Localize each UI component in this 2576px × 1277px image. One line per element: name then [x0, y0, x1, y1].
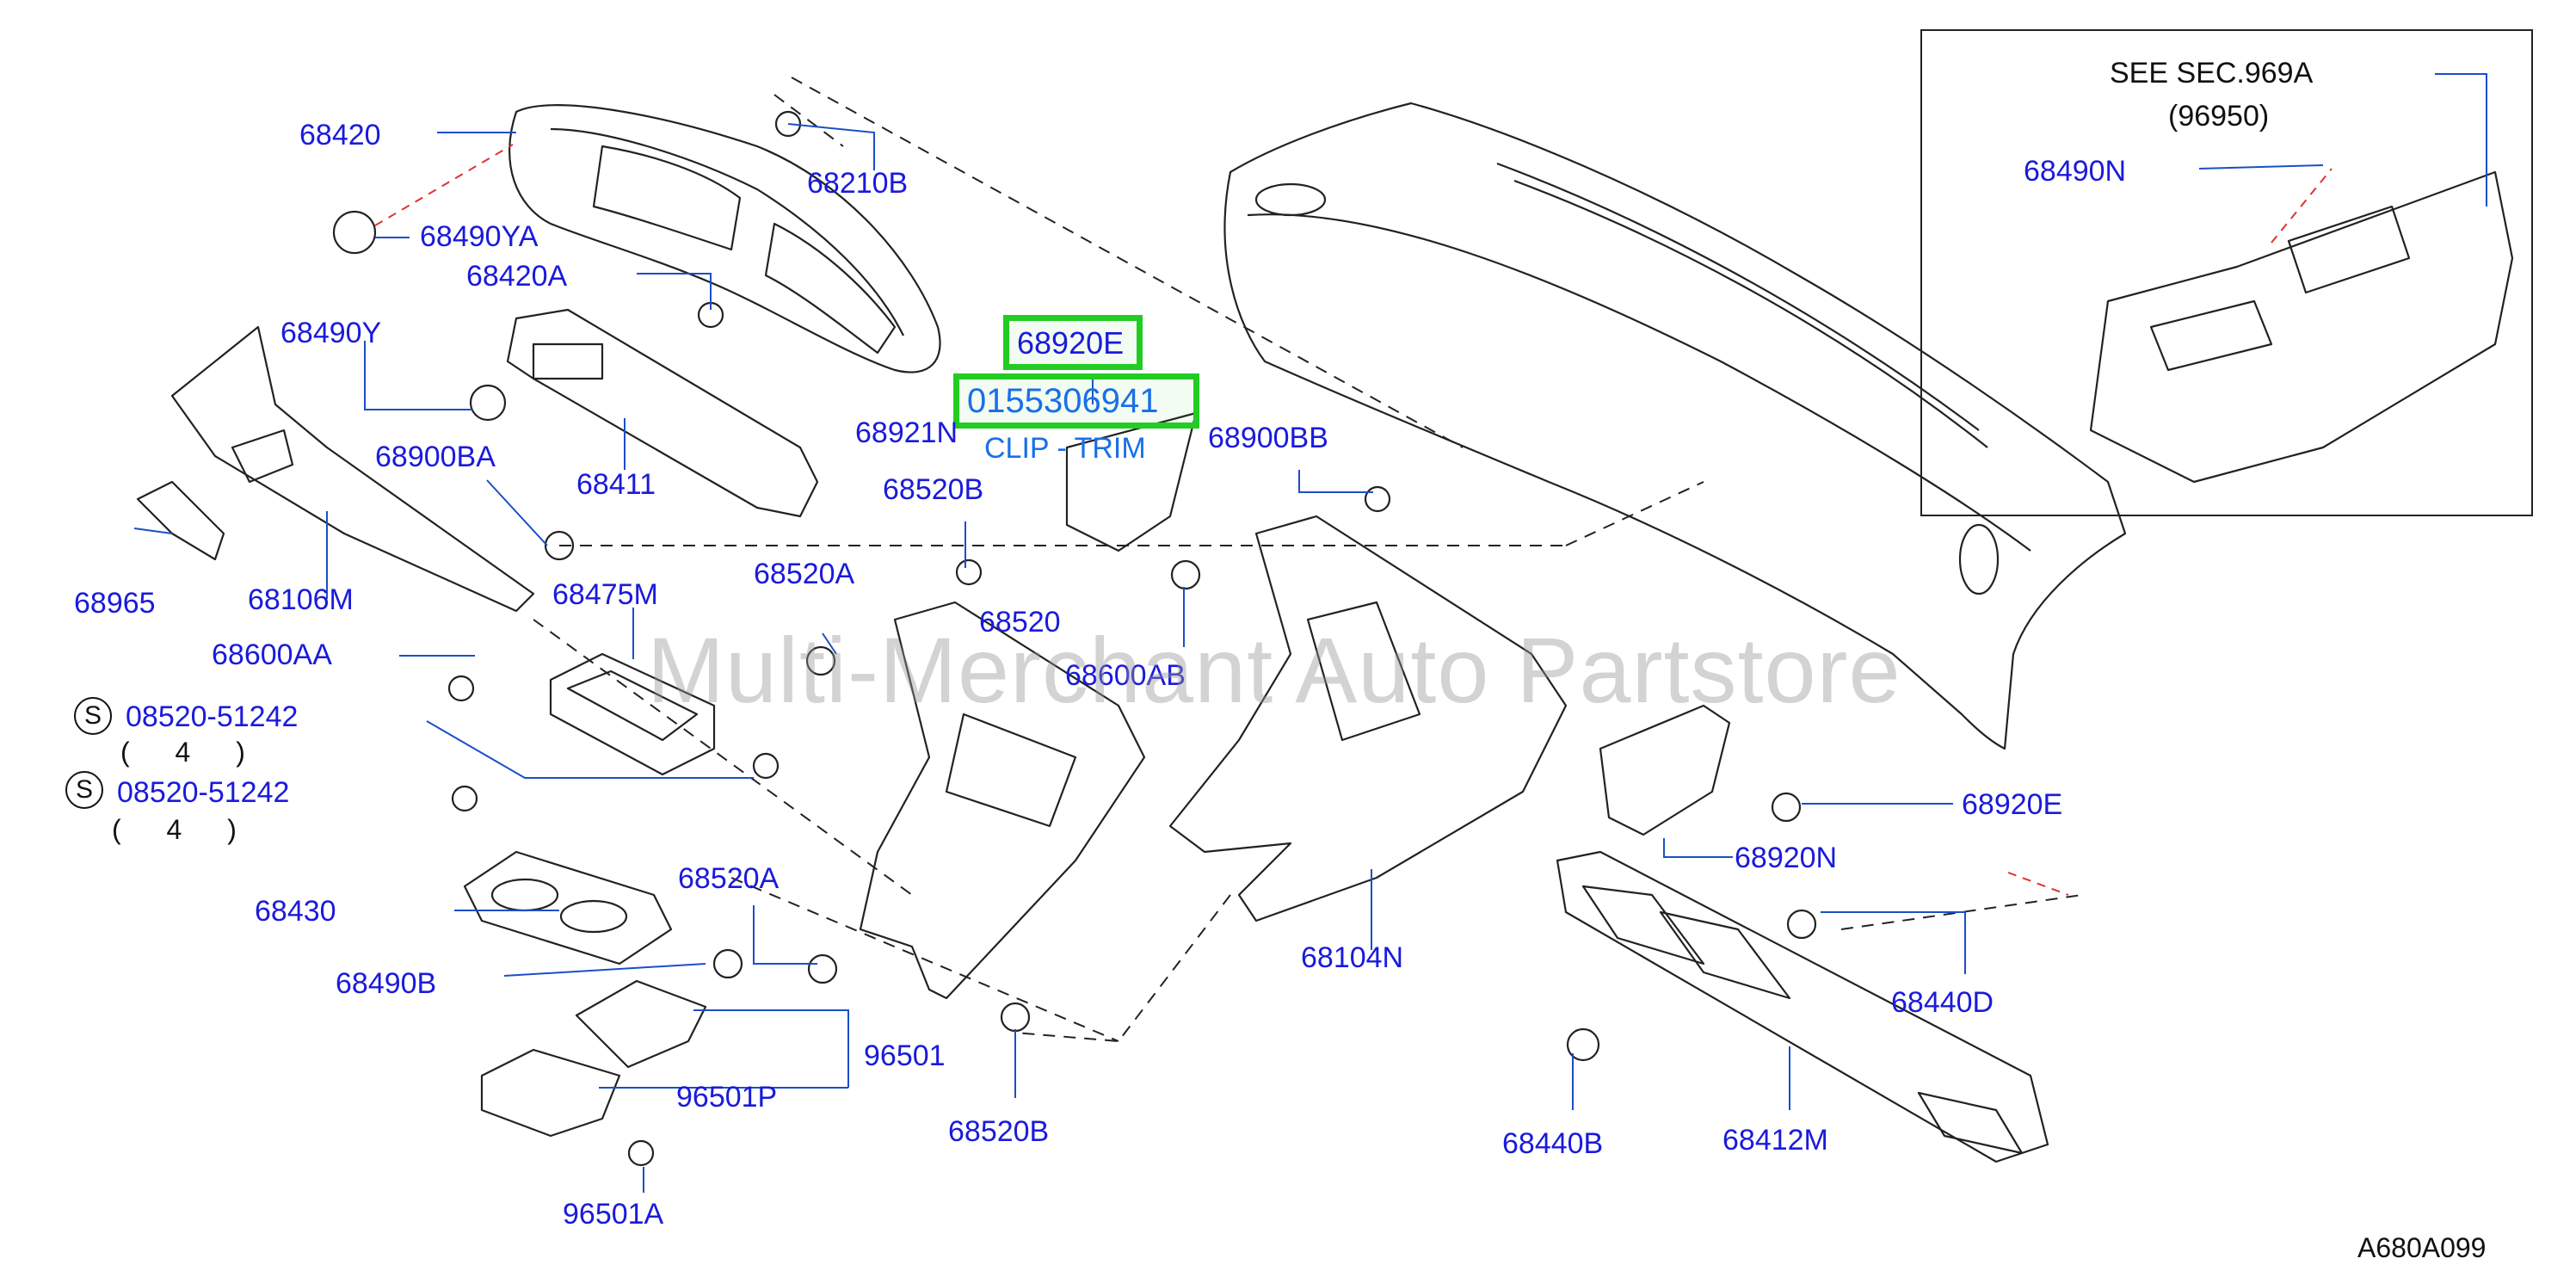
fastener-symbol-1: S [74, 697, 112, 735]
callout-68520B-top[interactable]: 68520B [883, 473, 984, 506]
callout-96501[interactable]: 96501 [864, 1039, 946, 1072]
inset-console-shape [2089, 170, 2514, 484]
callout-68900BB[interactable]: 68900BB [1208, 422, 1328, 454]
inset-box [1920, 29, 2533, 516]
callout-68412M[interactable]: 68412M [1722, 1124, 1828, 1157]
console-68104N-shape [1168, 515, 1568, 922]
callout-68490N[interactable]: 68490N [2024, 155, 2127, 188]
fastener-symbol-2: S [65, 771, 103, 809]
callout-68411[interactable]: 68411 [576, 468, 656, 501]
callout-68490YA[interactable]: 68490YA [420, 220, 539, 253]
callout-68440D[interactable]: 68440D [1891, 986, 1994, 1019]
callout-68920N[interactable]: 68920N [1735, 842, 1838, 874]
callout-68520[interactable]: 68520 [979, 606, 1061, 638]
cup-holder-68430-shape [463, 850, 673, 965]
callout-68921N[interactable]: 68921N [855, 416, 958, 449]
callout-68440B[interactable]: 68440B [1502, 1127, 1604, 1160]
vent-panel-68412M-shape [1556, 850, 2049, 1163]
callout-68520A-top[interactable]: 68520A [754, 558, 855, 590]
fastener-part-1[interactable]: 08520-51242 [126, 700, 299, 733]
highlight-oem-number-box[interactable] [953, 373, 1199, 429]
lower-panel-left-shape [170, 325, 535, 613]
callout-96501P[interactable]: 96501P [676, 1081, 778, 1114]
callout-68430[interactable]: 68430 [255, 895, 336, 928]
callout-68900BA[interactable]: 68900BA [375, 441, 496, 473]
fastener-qty-1: ( 4 ) [120, 737, 264, 768]
console-68520-shape [859, 601, 1146, 1000]
highlight-part-number[interactable]: 68920E [1017, 325, 1125, 361]
highlight-part-number-box[interactable] [1003, 315, 1143, 370]
callout-68965[interactable]: 68965 [74, 587, 156, 620]
callout-68420A[interactable]: 68420A [466, 260, 568, 293]
callout-68600AA[interactable]: 68600AA [212, 638, 332, 671]
callout-68210B[interactable]: 68210B [807, 167, 909, 200]
callout-68920E-right[interactable]: 68920E [1962, 788, 2063, 821]
fastener-qty-2: ( 4 ) [112, 814, 256, 845]
pocket-68475M-shape [549, 652, 716, 776]
cover-68920N-shape [1599, 704, 1731, 836]
callout-68490B[interactable]: 68490B [336, 967, 437, 1000]
highlight-oem-number[interactable]: 0155306941 [967, 382, 1159, 420]
callout-68104N[interactable]: 68104N [1301, 941, 1404, 974]
inset-section-code: (96950) [2168, 100, 2270, 133]
dashboard-panel-shape [1223, 102, 2127, 750]
inset-see-section: SEE SEC.969A [2110, 57, 2314, 89]
cluster-housing-shape [508, 104, 941, 373]
callout-96501A[interactable]: 96501A [563, 1198, 664, 1231]
callout-68490Y[interactable]: 68490Y [280, 317, 382, 349]
diagram-reference-code: A680A099 [2357, 1232, 2487, 1263]
highlight-description: CLIP - TRIM [984, 432, 1146, 465]
callout-68520A-mid[interactable]: 68520A [678, 862, 780, 895]
callout-68420[interactable]: 68420 [299, 119, 381, 151]
callout-68475M[interactable]: 68475M [552, 578, 658, 611]
callout-68106M[interactable]: 68106M [248, 583, 354, 616]
fastener-part-2[interactable]: 08520-51242 [117, 776, 290, 809]
bezel-68411-shape [506, 308, 819, 518]
callout-68520B-bottom[interactable]: 68520B [948, 1115, 1050, 1148]
callout-68600AB[interactable]: 68600AB [1065, 659, 1186, 692]
